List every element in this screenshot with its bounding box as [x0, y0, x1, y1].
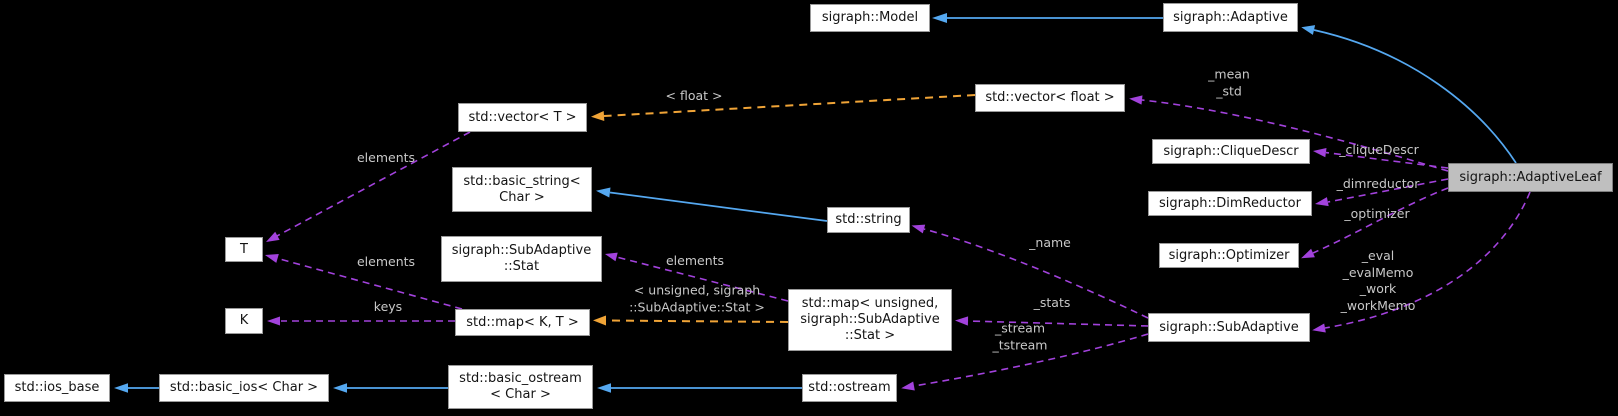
node-std-map-unsigned-stat[interactable]: std::map< unsigned, sigraph::SubAdaptive… [788, 289, 952, 351]
node-std-basic-ios[interactable]: std::basic_ios< Char > [159, 374, 329, 402]
node-std-vector-float[interactable]: std::vector< float > [975, 84, 1125, 112]
node-std-string[interactable]: std::string [827, 207, 910, 233]
node-subadaptive-stat[interactable]: sigraph::SubAdaptive ::Stat [441, 236, 602, 282]
template-edges [603, 94, 976, 323]
node-k[interactable]: K [225, 308, 263, 334]
inheritance-edges [114, 13, 1517, 393]
usage-arrowheads [265, 95, 1329, 391]
node-std-basic-ostream[interactable]: std::basic_ostream < Char > [448, 365, 593, 409]
node-sigraph-adaptive[interactable]: sigraph::Adaptive [1163, 3, 1298, 32]
node-sigraph-optimizer[interactable]: sigraph::Optimizer [1159, 243, 1299, 268]
node-sigraph-dimreductor[interactable]: sigraph::DimReductor [1148, 191, 1312, 216]
node-sigraph-subadaptive[interactable]: sigraph::SubAdaptive [1148, 313, 1310, 342]
node-std-basic-string[interactable]: std::basic_string< Char > [452, 167, 592, 212]
node-std-ostream[interactable]: std::ostream [802, 374, 897, 402]
node-t[interactable]: T [225, 237, 263, 262]
template-arrowheads [591, 111, 606, 326]
node-sigraph-cliquedescr[interactable]: sigraph::CliqueDescr [1152, 139, 1310, 164]
usage-edges [276, 99, 1531, 387]
node-std-vector-t[interactable]: std::vector< T > [458, 103, 587, 132]
node-std-map-kt[interactable]: std::map< K, T > [455, 309, 590, 336]
node-sigraph-adaptiveleaf: sigraph::AdaptiveLeaf [1448, 163, 1613, 192]
node-std-ios-base[interactable]: std::ios_base [4, 374, 110, 402]
node-sigraph-model[interactable]: sigraph::Model [810, 4, 930, 32]
